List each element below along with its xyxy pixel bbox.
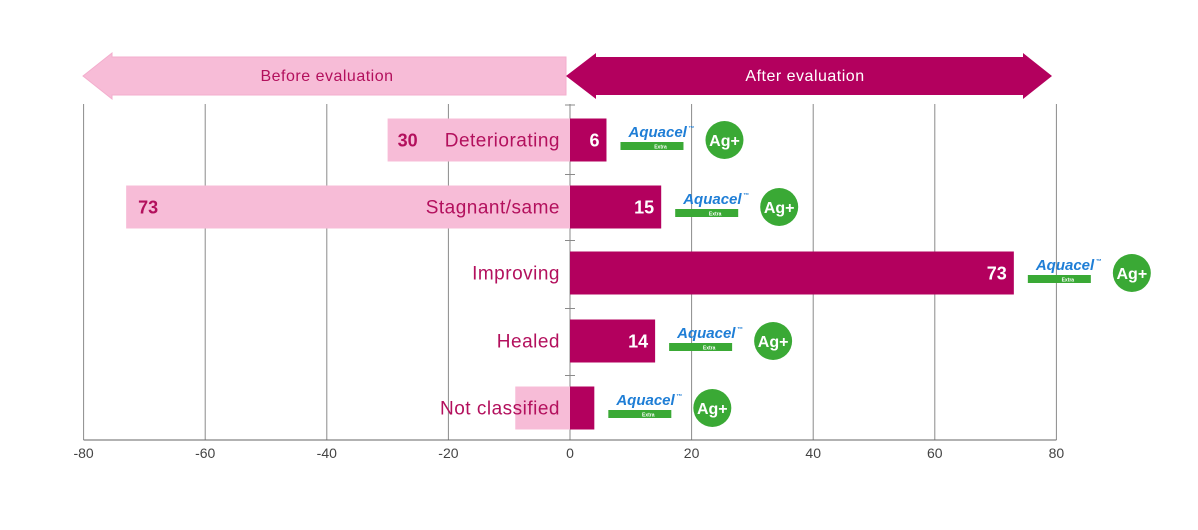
brand-sub-label: Extra [642,413,655,419]
ag-plus-label: Ag+ [709,133,740,150]
brand-name: Aquacel [676,325,736,342]
after-value-label: 6 [589,131,599,151]
before-bar [126,185,570,229]
after-bar [570,386,595,430]
brand-sub-bar [608,410,672,418]
brand-sub-label: Extra [703,346,716,352]
category-label: Stagnant/same [426,198,560,219]
x-tick-label: 20 [684,445,700,461]
category-label: Improving [472,264,560,285]
brand-sub-label: Extra [654,145,667,151]
ag-plus-badge [693,389,732,427]
x-tick-label: -80 [73,445,93,461]
x-tick-label: -20 [438,445,458,461]
x-tick-label: 0 [566,445,574,461]
before-value-label: 30 [398,131,418,151]
category-label: Healed [497,332,560,353]
brand-sub-bar [620,142,684,150]
category-label: Deteriorating [445,131,560,152]
after-value-label: 73 [987,264,1007,284]
before-bar [387,118,570,162]
x-tick-label: 80 [1049,445,1065,461]
category-label: Not classified [440,399,560,420]
brand-name: Aquacel [615,392,675,409]
brand-sub-bar [669,343,733,351]
after-value-label: 14 [628,332,648,352]
brand-sub-label: Extra [709,212,722,218]
x-tick-label: -60 [195,445,215,461]
after-evaluation-arrow: After evaluation [566,53,1052,99]
brand-sub-label: Extra [1062,278,1075,284]
before-evaluation-arrow: Before evaluation [82,51,567,101]
x-tick-label: -40 [317,445,337,461]
brand-name: Aquacel [627,124,687,141]
after-bar [570,185,662,229]
trademark-symbol: ™ [1096,258,1102,265]
trademark-symbol: ™ [676,393,682,400]
trademark-symbol: ™ [743,192,749,199]
ag-plus-badge [705,121,744,159]
x-tick-label: 60 [927,445,943,461]
after-value-label: 15 [634,198,654,218]
trademark-symbol: ™ [737,326,743,333]
before-evaluation-label: Before evaluation [260,68,393,85]
after-evaluation-label: After evaluation [745,68,864,85]
brand-sub-bar [675,209,739,217]
bars [126,118,1014,430]
before-value-label: 73 [138,198,158,218]
before-bar [515,386,570,430]
after-bar [570,251,1014,295]
ag-plus-label: Ag+ [697,401,728,418]
ag-plus-badge [754,322,793,360]
brand-name: Aquacel [1035,257,1095,274]
after-bar [570,118,607,162]
brand-sub-bar [1027,275,1091,283]
brand-name: Aquacel [682,191,742,208]
x-axis: -80 -60 -40 -20 0 20 40 60 80 [73,439,1065,461]
ag-plus-badge [1112,254,1151,292]
x-tick-label: 40 [805,445,821,461]
ag-plus-badge [760,188,799,226]
ag-plus-label: Ag+ [1117,266,1148,283]
after-bar [570,319,656,363]
ag-plus-label: Ag+ [764,200,795,217]
trademark-symbol: ™ [688,125,694,132]
ag-plus-label: Ag+ [758,334,789,351]
